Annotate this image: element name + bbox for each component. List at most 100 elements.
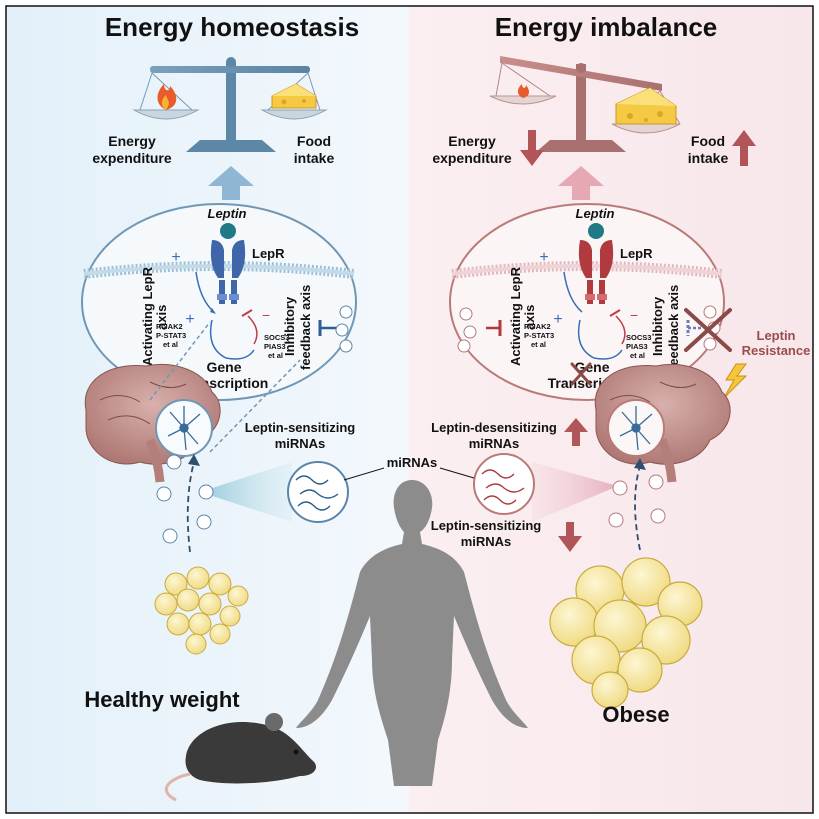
up-arrow-icon [732, 130, 756, 166]
neuron-icon [167, 406, 201, 451]
healthy-weight-label: Healthy weight [84, 687, 240, 712]
figure-border [5, 5, 814, 814]
transcription-arrow [209, 319, 255, 360]
large-adipocyte-cluster [549, 557, 703, 709]
left-pias3: PIAS3 [264, 342, 286, 351]
right-plus-1: + [539, 249, 548, 266]
right-lepr-label: LepR [620, 246, 653, 261]
small-flame-icon [518, 84, 530, 98]
left-socs3: SOCS3 [264, 333, 289, 342]
right-inhibitory-axis-2: feedback axis [666, 285, 681, 370]
blocked-x-icon [570, 362, 592, 386]
up-arrow-icon [564, 418, 588, 446]
right-leptin-label: Leptin [576, 206, 615, 221]
cross-out-x-icon [684, 308, 732, 352]
left-expenditure-label: Energy [108, 133, 156, 149]
leptin-resistance-label: Leptin [757, 328, 796, 343]
imbalanced-scale [489, 56, 681, 152]
left-plus-2: + [185, 311, 194, 328]
left-etal-1: et al [163, 340, 178, 349]
right-pias3: PIAS3 [626, 342, 648, 351]
left-minus: − [262, 307, 270, 323]
left-lepr-label: LepR [252, 246, 285, 261]
left-activating-axis: Activating LepR [140, 266, 155, 366]
right-title: Energy imbalance [495, 12, 718, 42]
down-arrow-icon [558, 522, 582, 552]
right-expenditure-label: Energy [448, 133, 496, 149]
right-inhibitory-axis: Inhibitory [650, 296, 665, 356]
left-mirna-circle [287, 461, 349, 523]
inhibition-arrow [615, 315, 626, 345]
left-leptin-label: Leptin [208, 206, 247, 221]
right-socs3: SOCS3 [626, 333, 651, 342]
right-mirna-circle [473, 453, 535, 515]
left-etal-2: et al [268, 351, 283, 360]
neuron-icon [619, 406, 653, 451]
dashed-up-arrow [186, 461, 195, 553]
left-inhibitory-axis: Inhibitory [282, 296, 297, 356]
zoom-dashed-lines [149, 321, 301, 453]
mouse-icon [164, 713, 316, 802]
right-etal-1: et al [531, 340, 546, 349]
left-mirna-label: Leptin-sensitizing [245, 420, 356, 435]
right-activating-axis: Activating LepR [508, 266, 523, 366]
label-pointer-line [343, 467, 385, 481]
transcription-arrow [577, 319, 623, 360]
right-pjak2: P-JAK2 [524, 322, 551, 331]
right-activating-axis-2: axis [522, 305, 537, 330]
dashed-inhibit-symbol [686, 320, 702, 336]
right-intake-label-2: intake [688, 150, 729, 166]
left-pjak2: P-JAK2 [156, 322, 183, 331]
inhibit-symbol [486, 320, 502, 336]
sensitizing-label: Leptin-sensitizing [431, 518, 542, 533]
down-arrow-icon [520, 130, 544, 166]
leptin-molecule [220, 223, 236, 239]
flame-icon [157, 84, 177, 110]
lepr-receptor [578, 240, 614, 304]
left-expenditure-label-2: expenditure [92, 150, 172, 166]
lightning-icon [723, 363, 748, 399]
left-mirna-label-2: miRNAs [275, 436, 326, 451]
right-etal-2: et al [630, 351, 645, 360]
left-plus-1: + [171, 249, 180, 266]
inhibit-symbol [318, 320, 338, 336]
right-expenditure-label-2: expenditure [432, 150, 512, 166]
mirna-cluster-icon [457, 307, 477, 353]
left-pstat3: P-STAT3 [156, 331, 186, 340]
obese-label: Obese [602, 702, 669, 727]
left-title: Energy homeostasis [105, 12, 359, 42]
sensitizing-label-2: miRNAs [461, 534, 512, 549]
mirnas-center-label: miRNAs [387, 455, 438, 470]
balanced-scale [132, 57, 328, 152]
right-minus: − [630, 307, 638, 323]
up-arrow-icon [208, 166, 254, 200]
left-projection-cone [200, 462, 292, 522]
circulating-mirnas-right [608, 474, 666, 528]
right-projection-cone [532, 462, 618, 522]
left-intake-label: Food [297, 133, 331, 149]
right-pstat3: P-STAT3 [524, 331, 554, 340]
up-arrow-icon [558, 166, 604, 200]
activation-arrow [563, 271, 583, 313]
small-adipocyte-cluster [154, 566, 249, 655]
desensitizing-label-2: miRNAs [469, 436, 520, 451]
human-silhouette [296, 480, 528, 786]
mirna-cluster-icon [335, 305, 353, 353]
large-cheese-icon [615, 87, 677, 125]
leptin-molecule [588, 223, 604, 239]
left-activating-axis-2: axis [154, 305, 169, 330]
right-intake-label: Food [691, 133, 725, 149]
leptin-resistance-label-2: Resistance [742, 343, 811, 358]
circulating-mirnas-left [156, 454, 214, 544]
right-plus-2: + [553, 311, 562, 328]
left-intake-label-2: intake [294, 150, 335, 166]
mirna-strands-icon [481, 469, 525, 505]
label-pointer-line [439, 467, 475, 479]
lepr-receptor [210, 240, 246, 304]
inhibition-arrow [247, 315, 258, 345]
desensitizing-label: Leptin-desensitizing [431, 420, 557, 435]
cheese-icon [271, 83, 317, 109]
left-inhibitory-axis-2: feedback axis [298, 285, 313, 370]
